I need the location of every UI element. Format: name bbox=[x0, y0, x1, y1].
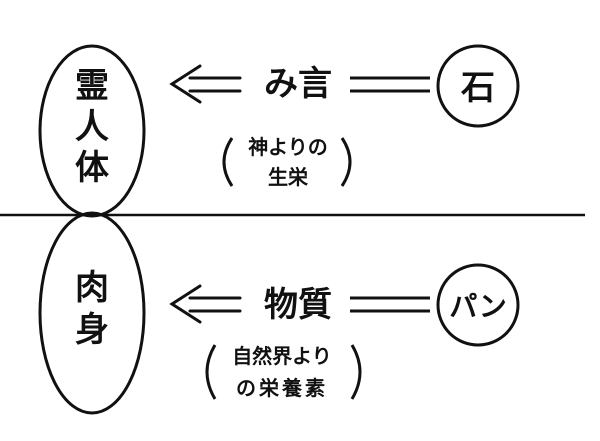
matter-label: 物質 bbox=[264, 285, 332, 325]
flesh-body-char-1: 肉 bbox=[75, 268, 109, 308]
double-arrow-left-icon bbox=[169, 64, 242, 104]
spirit-body-ellipse bbox=[38, 44, 146, 218]
note-open-paren bbox=[222, 137, 234, 187]
lower-note-line-1: 自然界より bbox=[232, 344, 332, 368]
upper-section: 霊 人 体 み言 石 神よりの 生栄 bbox=[38, 44, 520, 218]
note-close-paren bbox=[350, 344, 362, 400]
stone-label: 石 bbox=[460, 68, 495, 108]
words-label: み言 bbox=[264, 64, 332, 104]
lower-note-line-2: の栄養素 bbox=[236, 376, 328, 400]
stone-circle bbox=[436, 44, 520, 128]
bread-label: パン bbox=[449, 290, 506, 323]
upper-note-line-2: 生栄 bbox=[268, 165, 309, 189]
lower-section: 肉 身 物質 パン 自然界より の栄養素 bbox=[38, 211, 520, 415]
spirit-body-char-2: 人 bbox=[75, 107, 109, 147]
upper-note-line-1: 神よりの bbox=[248, 135, 328, 159]
equals-connector bbox=[350, 296, 430, 313]
note-close-paren bbox=[340, 137, 352, 187]
equals-connector bbox=[350, 76, 430, 93]
flesh-body-char-2: 身 bbox=[75, 310, 109, 350]
flesh-body-ellipse bbox=[38, 211, 146, 415]
note-open-paren bbox=[205, 344, 217, 400]
double-arrow-left-icon bbox=[169, 284, 242, 324]
bread-circle bbox=[436, 263, 520, 347]
spirit-body-char-1: 霊 bbox=[75, 66, 109, 106]
spirit-body-char-3: 体 bbox=[75, 148, 109, 188]
